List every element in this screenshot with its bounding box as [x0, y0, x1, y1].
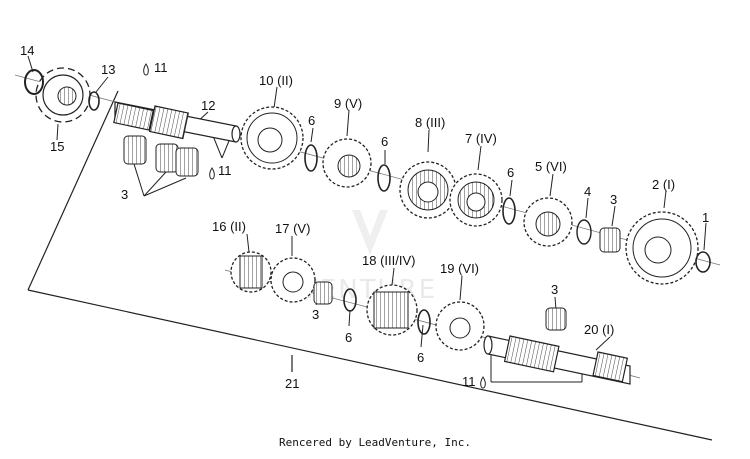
label-3b: 3 — [610, 192, 617, 207]
label-3c: 3 — [312, 307, 319, 322]
countershaft-20 — [483, 335, 631, 385]
label-11b: 11 — [218, 163, 232, 178]
needle-bearing-lower-b — [545, 307, 567, 331]
label-6b: 6 — [381, 134, 388, 149]
label-10: 10 (II) — [259, 73, 293, 88]
render-credit: Rencered by LeadVenture, Inc. — [278, 436, 472, 449]
gear-2 — [625, 211, 699, 285]
circlip-14 — [24, 69, 44, 95]
label-6e: 6 — [417, 350, 424, 365]
main-shaft-12 — [113, 101, 241, 143]
gear-16 — [230, 251, 272, 293]
label-18: 18 (III/IV) — [362, 253, 415, 268]
needle-bearing-right — [599, 227, 621, 253]
drive-sprocket — [35, 67, 91, 123]
label-1: 1 — [702, 210, 709, 225]
assembly-bracket — [27, 90, 713, 441]
label-13: 13 — [101, 62, 115, 77]
gear-17 — [270, 257, 316, 303]
label-2: 2 (I) — [652, 177, 675, 192]
label-4: 4 — [584, 184, 591, 199]
washer-13 — [88, 91, 100, 111]
label-9: 9 (V) — [334, 96, 362, 111]
label-6d: 6 — [345, 330, 352, 345]
label-12: 12 — [201, 98, 215, 113]
label-15: 15 — [50, 139, 64, 154]
label-8: 8 (III) — [415, 115, 445, 130]
label-3a: 3 — [121, 187, 128, 202]
label-20: 20 (I) — [584, 322, 614, 337]
label-6a: 6 — [308, 113, 315, 128]
gear-9 — [322, 138, 372, 188]
label-11a: 11 — [154, 60, 168, 75]
label-6c: 6 — [507, 165, 514, 180]
label-3d: 3 — [551, 282, 558, 297]
callout-labels: 14 13 11 15 12 11 3 10 (II) 6 9 (V) 6 8 … — [20, 43, 709, 391]
oil-drop-icon — [143, 63, 486, 389]
label-7: 7 (IV) — [465, 131, 497, 146]
washer-6-b — [377, 164, 391, 192]
gear-19 — [435, 301, 485, 351]
label-11c: 11 — [462, 374, 476, 389]
needle-bearings-upper — [123, 135, 199, 177]
label-16: 16 (II) — [212, 219, 246, 234]
gear-10 — [240, 106, 304, 170]
gear-7 — [449, 173, 503, 227]
needle-bearing-lower-a — [313, 281, 333, 305]
gear-5 — [523, 197, 573, 247]
washer-4 — [576, 219, 592, 245]
label-19: 19 (VI) — [440, 261, 479, 276]
gear-8 — [399, 161, 457, 219]
label-21: 21 — [285, 376, 299, 391]
label-5: 5 (VI) — [535, 159, 567, 174]
washer-6-d — [343, 288, 357, 312]
label-17: 17 (V) — [275, 221, 310, 236]
washer-1 — [695, 251, 711, 273]
washer-6-c — [502, 197, 516, 225]
gear-18 — [366, 284, 418, 336]
label-14: 14 — [20, 43, 34, 58]
washer-6-e — [417, 309, 431, 335]
washer-6-a — [304, 144, 318, 172]
